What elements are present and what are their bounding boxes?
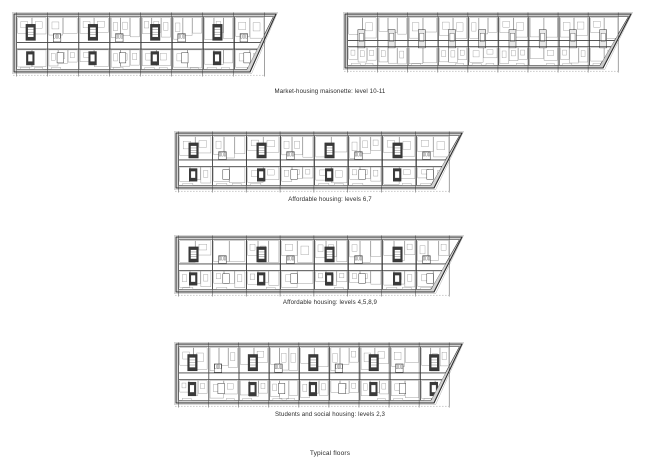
floor-plan-affordable-housing-4-5-8-9 xyxy=(170,231,468,304)
caption-affordable-6-7: Affordable housing: levels 6,7 xyxy=(288,196,372,203)
caption-affordable-4-5-8-9: Affordable housing: levels 4,5,8,9 xyxy=(282,299,378,306)
floor-plan-market-housing-maisonette-right xyxy=(339,8,637,80)
figure-title: Typical floors xyxy=(309,450,351,457)
floor-plan-affordable-housing-6-7 xyxy=(170,127,468,200)
caption-market-housing: Market-housing maisonette: level 10-11 xyxy=(274,88,386,95)
caption-students-social: Students and social housing: levels 2,3 xyxy=(274,411,386,418)
floor-plan-market-housing-maisonette-left xyxy=(8,8,282,84)
floor-plan-students-social-housing-2-3 xyxy=(170,338,468,415)
